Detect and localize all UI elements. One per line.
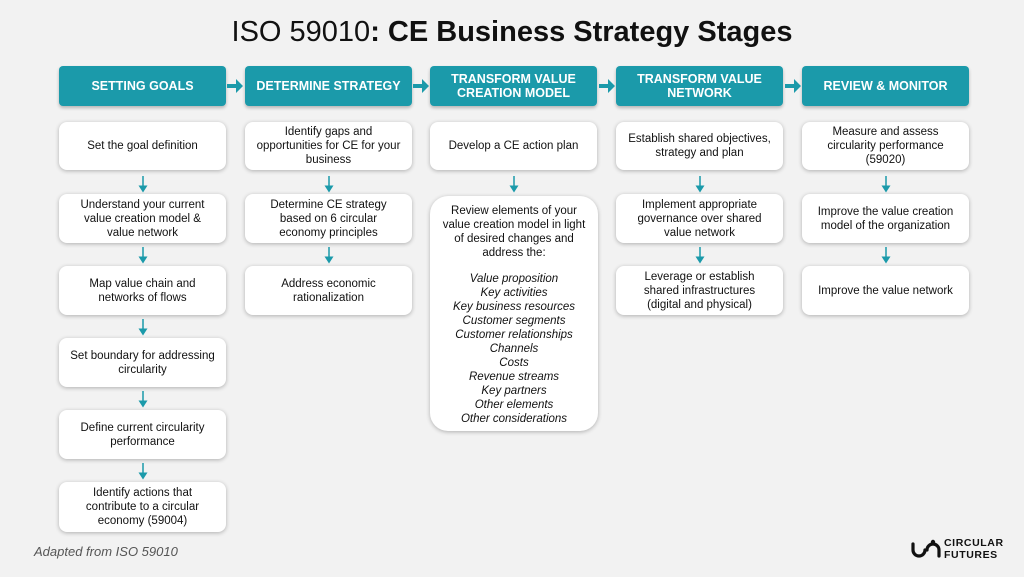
stage-header-transform-value-creation-model: TRANSFORM VALUE CREATION MODEL [430, 66, 597, 106]
source-note: Adapted from ISO 59010 [34, 544, 178, 559]
step-box: Improve the value creation model of the … [802, 194, 969, 243]
down-arrow-icon [324, 247, 334, 264]
logo-line-1: CIRCULAR [944, 537, 1004, 549]
review-item: Revenue streams [468, 371, 560, 383]
step-box: Leverage or establish shared infrastruct… [616, 266, 783, 315]
step-box: Set boundary for addressing circularity [59, 338, 226, 387]
review-item: Costs [499, 357, 529, 369]
logo-text: CIRCULAR FUTURES [944, 537, 1004, 561]
review-item: Customer relationships [455, 329, 573, 341]
title-colon: : [370, 16, 380, 48]
stage-header-determine-strategy: DETERMINE STRATEGY [245, 66, 412, 106]
down-arrow-icon [138, 319, 148, 336]
step-box: Establish shared objectives, strategy an… [616, 122, 783, 170]
step-box: Identify actions that contribute to a ci… [59, 482, 226, 532]
step-box: Identify gaps and opportunities for CE f… [245, 122, 412, 170]
logo-mark-icon [911, 539, 941, 558]
title-main: CE Business Strategy Stages [379, 16, 793, 48]
down-arrow-icon [138, 176, 148, 193]
down-arrow-icon [881, 247, 891, 264]
review-item: Other considerations [460, 413, 568, 425]
review-item: Key activities [480, 287, 548, 299]
step-box: Determine CE strategy based on 6 circula… [245, 194, 412, 243]
review-item: Other elements [474, 399, 554, 411]
stage-arrow-icon [227, 79, 243, 93]
step-box: Define current circularity performance [59, 410, 226, 459]
stage-arrow-icon [599, 79, 615, 93]
stage-arrow-icon [413, 79, 429, 93]
page-title: ISO 59010: CE Business Strategy Stages [0, 14, 1024, 50]
review-item: Customer segments [462, 315, 566, 327]
down-arrow-icon [695, 247, 705, 264]
logo-line-2: FUTURES [944, 549, 998, 561]
down-arrow-icon [138, 247, 148, 264]
review-item: Key business resources [452, 301, 576, 313]
title-prefix: ISO 59010 [231, 16, 371, 48]
stage-header-transform-value-network: TRANSFORM VALUE NETWORK [616, 66, 783, 106]
down-arrow-icon [695, 176, 705, 193]
stage-header-setting-goals: SETTING GOALS [59, 66, 226, 106]
down-arrow-icon [138, 391, 148, 408]
step-box: Improve the value network [802, 266, 969, 315]
stage-header-review-monitor: REVIEW & MONITOR [802, 66, 969, 106]
step-box: Implement appropriate governance over sh… [616, 194, 783, 243]
review-intro: Review elements of your value creation m… [442, 205, 586, 259]
review-item: Value proposition [469, 273, 559, 285]
down-arrow-icon [138, 463, 148, 480]
step-box: Develop a CE action plan [430, 122, 597, 170]
step-box: Understand your current value creation m… [59, 194, 226, 243]
down-arrow-icon [324, 176, 334, 193]
step-box: Address economic rationalization [245, 266, 412, 315]
circular-futures-logo: CIRCULAR FUTURES [911, 535, 1011, 565]
step-box: Measure and assess circularity performan… [802, 122, 969, 170]
step-box: Set the goal definition [59, 122, 226, 170]
step-box: Map value chain and networks of flows [59, 266, 226, 315]
review-elements-box: Review elements of your value creation m… [430, 196, 598, 431]
down-arrow-icon [509, 176, 519, 193]
review-item: Key partners [481, 385, 547, 397]
stage-arrow-icon [785, 79, 801, 93]
down-arrow-icon [881, 176, 891, 193]
review-item: Channels [489, 343, 539, 355]
